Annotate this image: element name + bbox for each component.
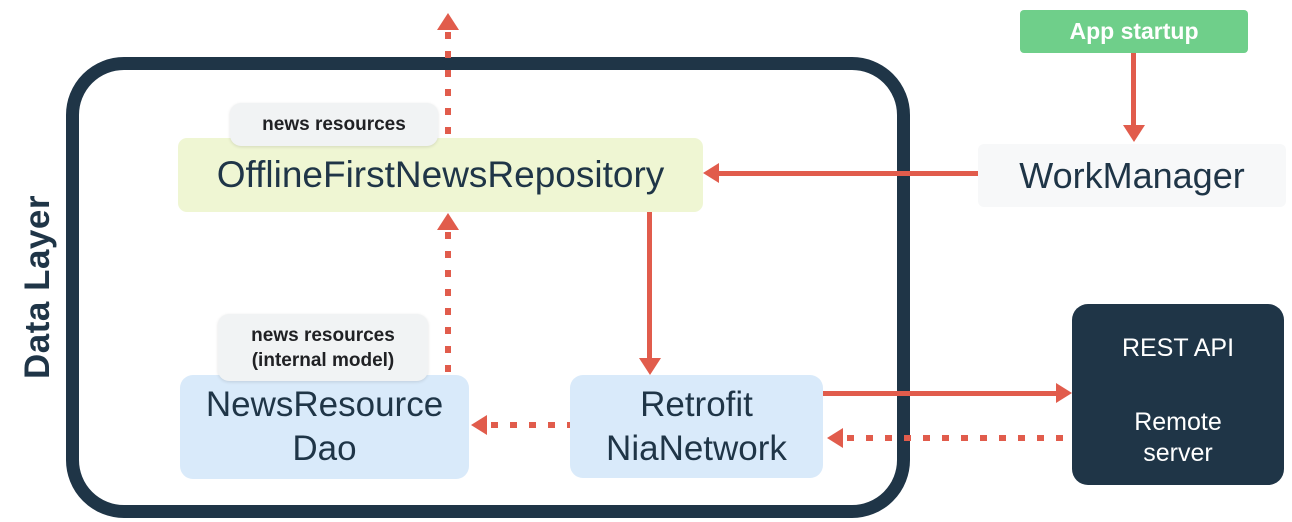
tag-news-resources: news resources <box>230 103 438 146</box>
retrofit-label-line1: Retrofit <box>640 384 753 424</box>
arrowhead-up-icon <box>437 213 459 230</box>
node-rest-api-remote-server: REST API Remote server <box>1072 304 1284 485</box>
dotted-line-horizontal <box>491 422 570 428</box>
arrowhead-left-icon <box>827 428 843 448</box>
data-layer-label: Data Layer <box>18 195 57 379</box>
tag-internal-line1: news resources <box>251 324 395 346</box>
app-startup-label: App startup <box>1069 18 1199 44</box>
solid-line-horizontal <box>823 391 1057 396</box>
solid-line-horizontal <box>717 171 978 176</box>
node-news-resource-dao: NewsResource Dao <box>180 375 469 479</box>
dotted-line-vertical <box>445 232 451 375</box>
arrowhead-left-icon <box>471 415 487 435</box>
tag-internal-line2: (internal model) <box>251 349 395 371</box>
dao-label-line1: NewsResource <box>205 385 444 424</box>
arrowhead-right-icon <box>1056 383 1072 403</box>
retrofit-label-line2: NiaNetwork <box>606 428 787 468</box>
rest-api-label: REST API <box>1121 334 1235 362</box>
solid-line-vertical <box>1131 53 1136 126</box>
repository-label: OfflineFirstNewsRepository <box>216 154 665 195</box>
remote-server-line1: Remote <box>1134 408 1222 436</box>
solid-line-vertical <box>647 212 652 359</box>
remote-server-line2: server <box>1143 439 1213 467</box>
remote-server-label: Remote server <box>1134 407 1222 469</box>
arrowhead-up-icon <box>437 13 459 30</box>
tag-news-resources-label: news resources <box>262 113 406 135</box>
arrowhead-down-icon <box>639 358 661 375</box>
node-app-startup: App startup <box>1020 10 1248 53</box>
dao-label-line2: Dao <box>292 429 357 468</box>
dotted-line-horizontal <box>847 435 1064 441</box>
arrowhead-down-icon <box>1123 125 1145 142</box>
node-retrofit-nia-network: Retrofit NiaNetwork <box>570 375 823 478</box>
node-work-manager: WorkManager <box>978 144 1286 207</box>
tag-news-resources-internal-model: news resources (internal model) <box>218 314 428 381</box>
workmanager-label: WorkManager <box>1019 154 1245 196</box>
node-offline-first-news-repository: OfflineFirstNewsRepository <box>178 138 703 212</box>
arrowhead-left-icon <box>703 163 719 183</box>
dotted-line-vertical <box>445 32 451 138</box>
